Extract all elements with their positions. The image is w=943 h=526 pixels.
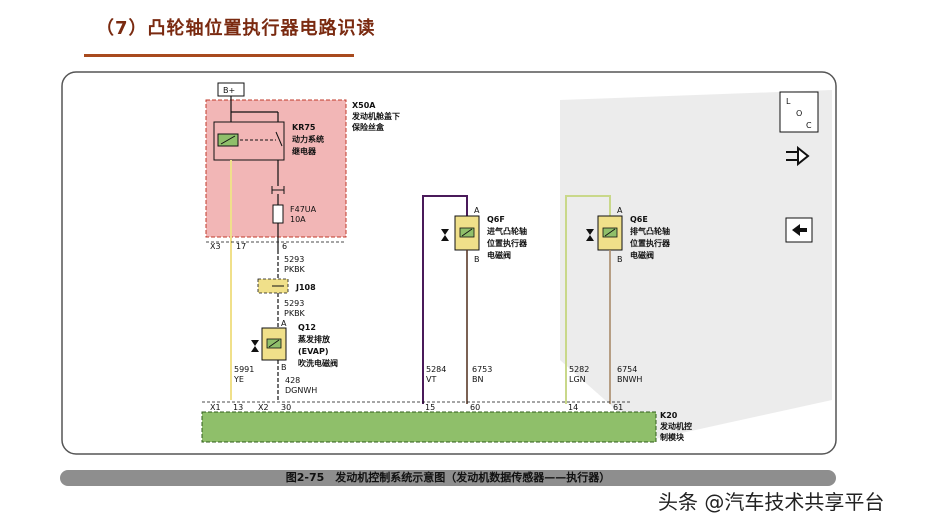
wire-5284-circuit: 5284 — [426, 365, 446, 374]
battery-label: B+ — [223, 86, 235, 95]
module-pin-13: 13 — [233, 403, 243, 412]
q6e-id: Q6E — [630, 215, 648, 224]
splice-j108-label: J108 — [295, 283, 316, 292]
wire-5293a-color: PKBK — [284, 265, 306, 274]
watermark-text: 头条 @汽车技术共享平台 — [658, 490, 885, 514]
fuse-rating: 10A — [290, 215, 306, 224]
q12-pin-b: B — [281, 363, 287, 372]
fuse-id: F47UA — [290, 205, 317, 214]
wire-6753-color: BN — [472, 375, 483, 384]
wire-5991-circuit: 5991 — [234, 365, 254, 374]
page-title: （7）凸轮轴位置执行器电路识读 — [96, 18, 376, 39]
q6e-desc-3: 电磁阀 — [630, 250, 654, 260]
q12-desc-2: (EVAP) — [298, 347, 328, 356]
q6f-valve-icon — [441, 229, 449, 241]
relay-id: KR75 — [292, 123, 316, 132]
q6e-desc-2: 位置执行器 — [630, 238, 671, 248]
wire-428-color: DGNWH — [285, 386, 317, 395]
relay-desc-2: 继电器 — [292, 146, 317, 156]
relay-kr75 — [213, 121, 285, 161]
wire-5282-color: LGN — [569, 375, 586, 384]
x3-label: X3 — [210, 242, 221, 251]
x1-label: X1 — [210, 403, 221, 412]
wire-428-circuit: 428 — [285, 376, 300, 385]
wire-5991-color: YE — [233, 375, 244, 384]
q6e-desc-1: 排气凸轮轴 — [630, 226, 670, 236]
wire-5293b-circuit: 5293 — [284, 299, 304, 308]
loc-letter-o: O — [796, 109, 802, 118]
connector-x50a-label: X50A — [352, 101, 376, 110]
q12-desc-1: 蒸发排放 — [298, 334, 331, 344]
loc-letter-c: C — [806, 121, 812, 130]
q12-id: Q12 — [298, 323, 316, 332]
module-desc-2: 制模块 — [660, 432, 685, 442]
module-id: K20 — [660, 411, 678, 420]
fuse-box-desc-1: 发动机舱盖下 — [351, 111, 400, 121]
x3-pin-17: 17 — [236, 242, 246, 251]
q12-pin-a: A — [281, 319, 287, 328]
q6f-desc-3: 电磁阀 — [487, 250, 511, 260]
module-pin-61: 61 — [613, 403, 623, 412]
loc-letter-l: L — [786, 97, 791, 106]
q6e-pin-b: B — [617, 255, 623, 264]
module-pin-15: 15 — [425, 403, 435, 412]
module-pin-60: 60 — [470, 403, 480, 412]
title-underline — [84, 54, 354, 57]
caption-bar: 图2-75 发动机控制系统示意图（发动机数据传感器——执行器） — [60, 470, 836, 486]
connector-plug-icon — [786, 145, 810, 167]
figure-caption: 图2-75 发动机控制系统示意图（发动机数据传感器——执行器） — [285, 471, 611, 484]
x3-pin-6: 6 — [282, 242, 287, 251]
q6f-pin-b: B — [474, 255, 480, 264]
q6f-desc-1: 进气凸轮轴 — [487, 226, 527, 236]
wire-6754-color: BNWH — [617, 375, 642, 384]
relay-desc-1: 动力系统 — [292, 134, 324, 144]
fuse-f47ua — [272, 204, 284, 224]
left-arrow-icon — [792, 224, 807, 236]
q6f-desc-2: 位置执行器 — [487, 238, 528, 248]
q6f-id: Q6F — [487, 215, 505, 224]
q6f-pin-a: A — [474, 206, 480, 215]
fuse-box-desc-2: 保险丝盒 — [351, 122, 385, 132]
q12-valve-icon — [251, 340, 259, 352]
wire-5282-circuit: 5282 — [569, 365, 589, 374]
q6e-pin-a: A — [617, 206, 623, 215]
module-pin-14: 14 — [568, 403, 578, 412]
module-k20 — [201, 411, 657, 443]
q6e-valve-icon — [586, 229, 594, 241]
wire-5293a-circuit: 5293 — [284, 255, 304, 264]
wire-6753-circuit: 6753 — [472, 365, 492, 374]
wire-6754-circuit: 6754 — [617, 365, 637, 374]
x2-label: X2 — [258, 403, 269, 412]
q12-desc-3: 吹洗电磁阀 — [298, 358, 338, 368]
module-pin-30: 30 — [281, 403, 291, 412]
watermark-seal — [560, 90, 832, 440]
wire-5284-color: VT — [426, 375, 436, 384]
loc-box — [779, 91, 819, 133]
module-desc-1: 发动机控 — [659, 421, 692, 431]
wire-5293b-color: PKBK — [284, 309, 306, 318]
